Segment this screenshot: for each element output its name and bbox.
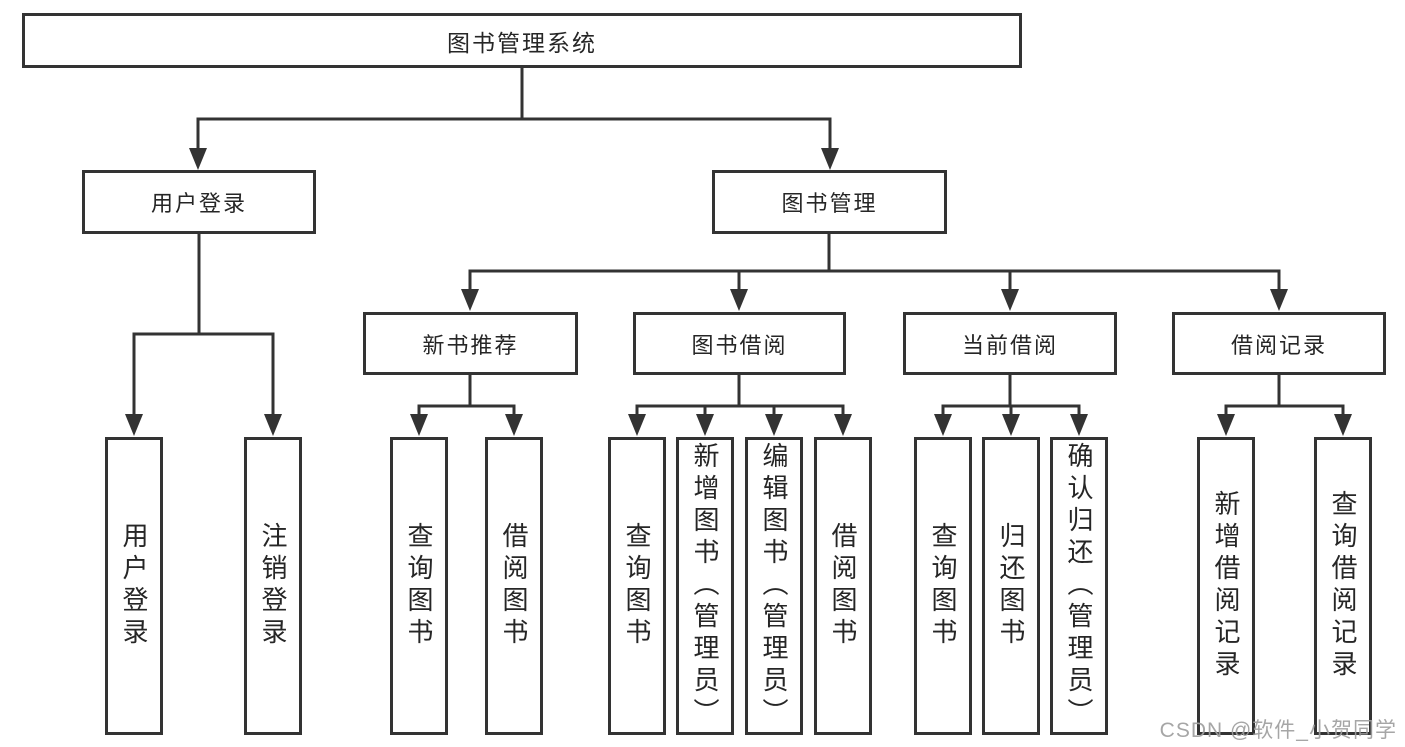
leaf-borrow-books-1-label: 借阅图书 [499,522,529,650]
arrowhead-book-borrow [730,289,748,311]
leaf-edit-book-admin: 编辑图书（管理员） [745,437,803,735]
leaf-logout: 注销登录 [244,437,302,735]
leaf-confirm-return-admin: 确认归还（管理员） [1050,437,1108,735]
node-current-borrow-label: 当前借阅 [961,332,1058,358]
node-user-login: 用户登录 [82,170,316,234]
arrowhead-add-book [696,414,714,436]
connector-recommend-branch [417,404,516,415]
leaf-query-books-2-label: 查询图书 [622,522,652,650]
arrowhead-query-books-2 [628,414,646,436]
arrowhead-query-books-1 [410,414,428,436]
arrowhead-borrow-books-1 [505,414,523,436]
leaf-query-books-2: 查询图书 [608,437,666,735]
node-borrow-records-label: 借阅记录 [1230,332,1327,358]
arrowhead-add-borrow-record [1217,414,1235,436]
node-root-label: 图书管理系统 [447,29,597,56]
leaf-add-borrow-record-label: 新增借阅记录 [1211,490,1241,682]
node-book-borrow: 图书借阅 [633,312,846,375]
leaf-return-books: 归还图书 [982,437,1040,735]
node-book-management-label: 图书管理 [781,191,878,216]
node-user-login-label: 用户登录 [150,191,247,216]
connector-records-branch [1224,404,1345,415]
leaf-user-login-label: 用户登录 [119,522,149,650]
leaf-add-borrow-record: 新增借阅记录 [1197,437,1255,735]
node-book-borrow-label: 图书借阅 [691,332,788,358]
leaf-borrow-books-2: 借阅图书 [814,437,872,735]
leaf-query-borrow-record-label: 查询借阅记录 [1328,490,1358,682]
node-new-book-recommend-label: 新书推荐 [422,332,519,358]
arrowhead-return-books [1002,414,1020,436]
arrowhead-leaf-user-login [125,414,143,436]
node-current-borrow: 当前借阅 [903,312,1117,375]
arrowhead-user-login [189,148,207,170]
arrowhead-borrow-records [1270,289,1288,311]
leaf-query-borrow-record: 查询借阅记录 [1314,437,1372,735]
leaf-edit-book-admin-label: 编辑图书（管理员） [759,442,789,730]
connector-level3-branch [468,269,1281,290]
node-book-management: 图书管理 [712,170,947,234]
leaf-add-book-admin-label: 新增图书（管理员） [690,442,720,730]
arrowhead-confirm-return [1070,414,1088,436]
leaf-logout-label: 注销登录 [258,522,288,650]
leaf-borrow-books-2-label: 借阅图书 [828,522,858,650]
arrowhead-query-borrow-record [1334,414,1352,436]
watermark-text: CSDN @软件_小贺同学 [1159,719,1397,742]
leaf-query-books-1-label: 查询图书 [404,522,434,650]
node-root: 图书管理系统 [22,13,1022,68]
arrowhead-new-book-recommend [461,289,479,311]
arrowhead-current-borrow [1001,289,1019,311]
arrowhead-leaf-logout [264,414,282,436]
leaf-user-login: 用户登录 [105,437,163,735]
node-borrow-records: 借阅记录 [1172,312,1386,375]
arrowhead-query-books-3 [934,414,952,436]
connector-book-borrow-branch [635,404,845,415]
leaf-query-books-3-label: 查询图书 [928,522,958,650]
leaf-borrow-books-1: 借阅图书 [485,437,543,735]
connector-level2-branch [196,117,832,150]
arrowhead-edit-book [765,414,783,436]
leaf-query-books-1: 查询图书 [390,437,448,735]
leaf-query-books-3: 查询图书 [914,437,972,735]
node-new-book-recommend: 新书推荐 [363,312,578,375]
connector-user-login-branch [132,332,275,415]
arrowhead-borrow-books-2 [834,414,852,436]
leaf-confirm-return-admin-label: 确认归还（管理员） [1064,442,1094,730]
arrowhead-book-management [821,148,839,170]
leaf-return-books-label: 归还图书 [996,522,1026,650]
leaf-add-book-admin: 新增图书（管理员） [676,437,734,735]
